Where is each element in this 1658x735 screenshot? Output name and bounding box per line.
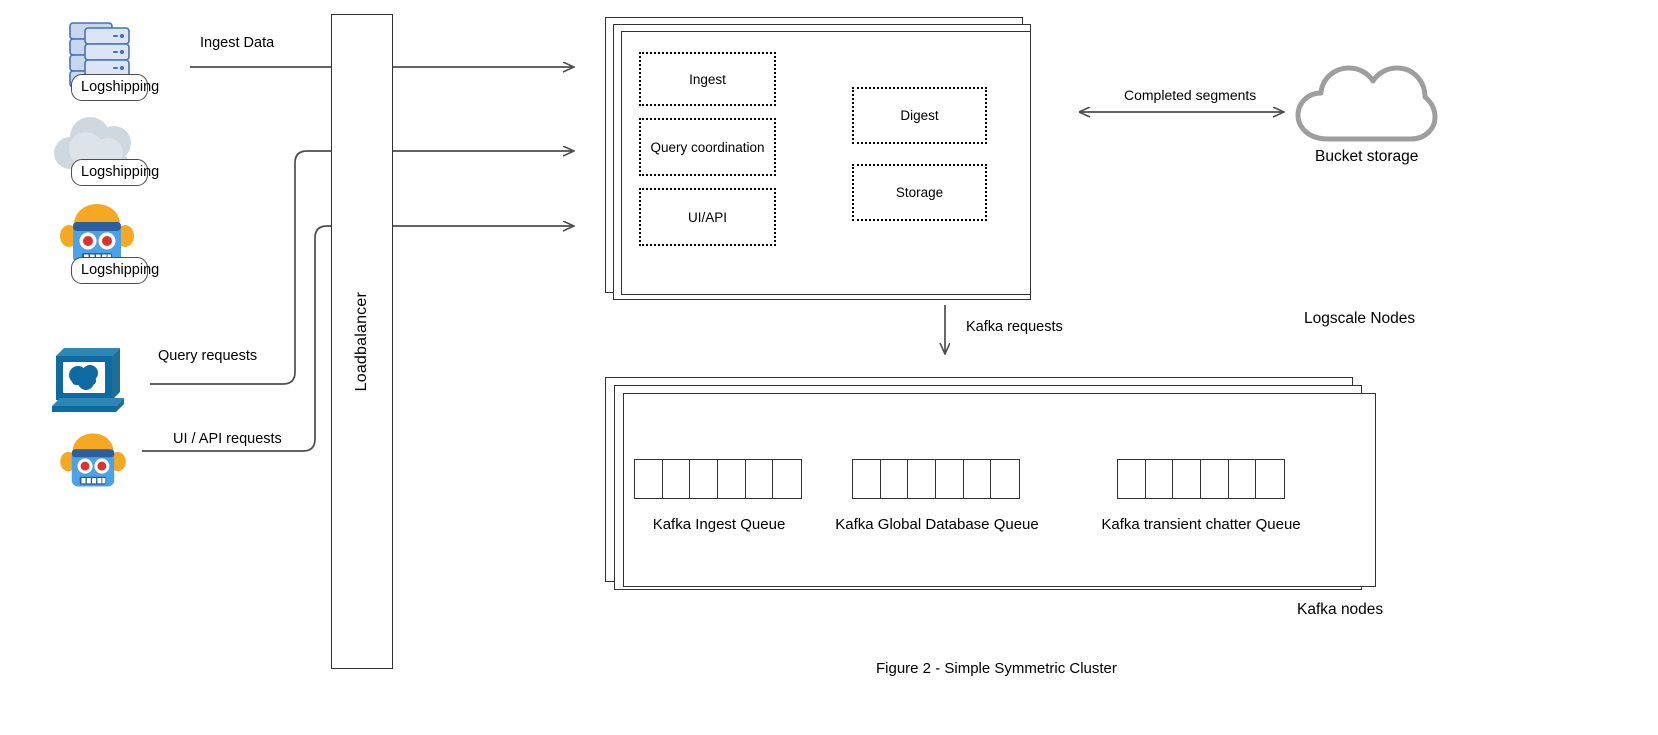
kafka-partition-cell[interactable] (881, 460, 909, 498)
kafka-queue-global-database-label: Kafka Global Database Queue (835, 516, 1039, 533)
logscale-nodes-group-label: Logscale Nodes (1304, 310, 1416, 327)
logscale-component-ui-api[interactable]: UI/API (639, 188, 776, 246)
figure-caption: Figure 2 - Simple Symmetric Cluster (876, 660, 1117, 677)
flow-label-ui-api-requests: UI / API requests (173, 431, 282, 447)
logscale-component-storage[interactable]: Storage (852, 164, 987, 221)
kafka-partition-cell[interactable] (1256, 460, 1284, 498)
kafka-queue-transient-chatter[interactable] (1117, 459, 1285, 499)
kafka-partition-cell[interactable] (690, 460, 719, 498)
kafka-partition-cell[interactable] (1229, 460, 1257, 498)
bucket-storage-label: Bucket storage (1315, 148, 1419, 165)
kafka-partition-cell[interactable] (773, 460, 801, 498)
kafka-partition-cell[interactable] (853, 460, 881, 498)
kafka-partition-cell[interactable] (936, 460, 964, 498)
kafka-queue-ingest-label: Kafka Ingest Queue (652, 516, 786, 533)
kafka-partition-cell[interactable] (718, 460, 746, 498)
logscale-component-ingest-label: Ingest (689, 71, 726, 87)
kafka-queue-transient-chatter-label: Kafka transient chatter Queue (1101, 516, 1301, 533)
logscale-component-ingest[interactable]: Ingest (639, 52, 776, 106)
kafka-partition-cell[interactable] (1201, 460, 1229, 498)
source-label-logshipping-1: Logshipping (71, 74, 159, 101)
logscale-component-query-coordination-label: Query coordination (650, 139, 765, 155)
kafka-partition-cell[interactable] (1173, 460, 1202, 498)
flow-label-query-requests: Query requests (158, 348, 258, 364)
desktop-computer-icon (50, 340, 130, 418)
logscale-component-query-coordination[interactable]: Query coordination (639, 118, 776, 176)
logscale-node-card-front[interactable]: Ingest Query coordination UI/API Digest … (621, 31, 1031, 295)
source-label-logshipping-2: Logshipping (71, 159, 159, 186)
robot-icon-2 (58, 428, 128, 490)
kafka-partition-cell[interactable] (991, 460, 1019, 498)
kafka-partition-cell[interactable] (908, 460, 937, 498)
flow-label-ingest-data: Ingest Data (200, 35, 275, 51)
kafka-partition-cell[interactable] (964, 460, 992, 498)
cloud-outline-icon (1292, 55, 1440, 147)
kafka-partition-cell[interactable] (1146, 460, 1174, 498)
logscale-component-digest[interactable]: Digest (852, 87, 987, 144)
logscale-component-digest-label: Digest (900, 108, 939, 123)
logscale-component-ui-api-label: UI/API (687, 209, 727, 225)
kafka-partition-cell[interactable] (635, 460, 663, 498)
kafka-partition-cell[interactable] (663, 460, 691, 498)
source-label-logshipping-3: Logshipping (71, 257, 159, 284)
flow-label-completed-segments: Completed segments (1124, 87, 1257, 103)
kafka-partition-cell[interactable] (1118, 460, 1146, 498)
kafka-nodes-group-label: Kafka nodes (1297, 601, 1384, 618)
kafka-partition-cell[interactable] (746, 460, 774, 498)
loadbalancer-box[interactable] (331, 14, 393, 669)
logscale-component-storage-label: Storage (895, 185, 944, 200)
kafka-node-card-front[interactable]: Kafka Ingest Queue Kafka Global Database… (623, 393, 1376, 587)
kafka-queue-global-database[interactable] (852, 459, 1020, 499)
kafka-queue-ingest[interactable] (634, 459, 802, 499)
flow-label-kafka-requests: Kafka requests (966, 319, 1063, 335)
